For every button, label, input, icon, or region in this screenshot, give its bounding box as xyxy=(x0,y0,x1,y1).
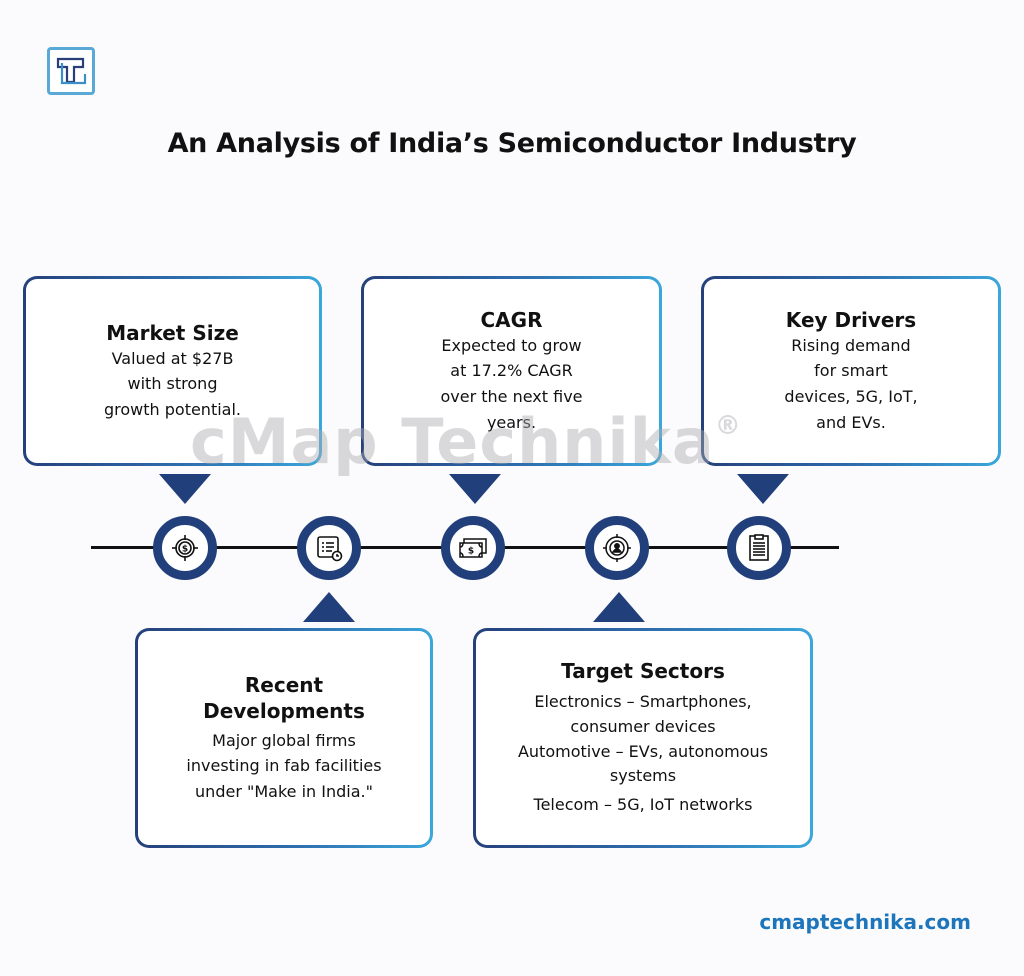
card-text: growth potential. xyxy=(103,399,241,419)
pointer-key-drivers xyxy=(737,474,789,504)
website-link[interactable]: cmaptechnika.com xyxy=(759,910,971,934)
card-text: under "Make in India." xyxy=(195,781,373,801)
sector-line: systems xyxy=(609,766,677,786)
svg-text:$: $ xyxy=(468,547,474,557)
card-market-size: Market Size Valued at $27B with strong g… xyxy=(23,276,322,466)
card-text: with strong xyxy=(127,374,218,394)
card-heading: Key Drivers xyxy=(785,307,917,332)
timeline-node-key-drivers xyxy=(727,516,791,580)
sector-line: Electronics – Smartphones, xyxy=(534,692,752,711)
card-text: devices, 5G, IoT, xyxy=(784,387,918,406)
card-text: over the next five xyxy=(440,387,583,406)
card-recent-developments: Recent Developments Major global firms i… xyxy=(135,628,433,848)
card-heading: Recent xyxy=(244,672,324,697)
card-heading: Market Size xyxy=(106,320,239,345)
sector-line: Telecom – 5G, IoT networks xyxy=(533,795,753,815)
pointer-recent-developments xyxy=(303,592,355,622)
report-clock-icon xyxy=(317,536,343,562)
target-user-icon xyxy=(603,534,631,562)
brand-logo xyxy=(47,47,95,95)
money-bill-icon: $ xyxy=(459,538,487,558)
card-heading: CAGR xyxy=(480,307,543,332)
sector-line: Automotive – EVs, autonomous xyxy=(517,741,769,761)
page-title: An Analysis of India’s Semiconductor Ind… xyxy=(167,128,857,159)
timeline-node-recent-developments xyxy=(297,516,361,580)
pointer-target-sectors xyxy=(593,592,645,622)
timeline-node-cagr: $ xyxy=(441,516,505,580)
card-text: and EVs. xyxy=(816,412,886,432)
card-text: for smart xyxy=(814,361,888,381)
card-heading: Target Sectors xyxy=(561,659,725,683)
card-text: years. xyxy=(486,412,537,432)
pointer-cagr xyxy=(449,474,501,504)
card-heading: Developments xyxy=(203,698,365,723)
t-logo-icon xyxy=(56,57,87,85)
card-text: investing in fab facilities xyxy=(186,756,382,776)
pointer-market-size xyxy=(159,474,211,504)
svg-text:$: $ xyxy=(182,545,188,555)
timeline-node-target-sectors xyxy=(585,516,649,580)
timeline-node-market-size: $ xyxy=(153,516,217,580)
sector-line: consumer devices xyxy=(570,716,716,736)
card-target-sectors: Target Sectors Electronics – Smartphones… xyxy=(473,628,813,848)
target-dollar-icon: $ xyxy=(172,535,198,561)
card-text: Valued at $27B xyxy=(111,348,234,368)
card-cagr: CAGR Expected to grow at 17.2% CAGR over… xyxy=(361,276,662,466)
clipboard-list-icon xyxy=(749,534,769,561)
card-text: Rising demand xyxy=(791,335,911,355)
card-text: at 17.2% CAGR xyxy=(450,361,573,381)
card-text: Expected to grow xyxy=(441,335,582,355)
card-text: Major global firms xyxy=(212,730,356,750)
card-key-drivers: Key Drivers Rising demand for smart devi… xyxy=(701,276,1001,466)
